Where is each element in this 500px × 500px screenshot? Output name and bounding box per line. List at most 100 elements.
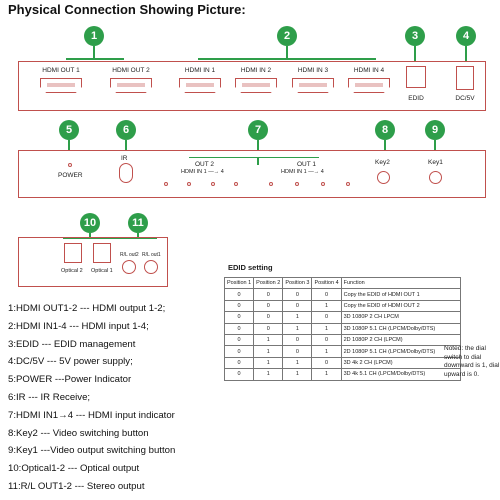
legend-item: 4:DC/5V --- 5V power supply;	[8, 356, 133, 368]
rl-out1-label: R/L out1	[142, 252, 161, 258]
table-row: 0 1 1 0 3D 4k 2 CH (LPCM)	[223, 356, 461, 370]
out2-led-2	[187, 182, 191, 186]
power-indicator	[68, 163, 72, 167]
edid-cell: 0	[223, 322, 255, 335]
legend-item: 3:EDID --- EDID management	[8, 338, 136, 350]
edid-cell: 0	[311, 311, 342, 324]
legend-item: 8:Key2 --- Video switching button	[8, 427, 149, 439]
key1-label: Key1	[428, 159, 443, 166]
edid-cell: 0	[223, 345, 255, 358]
rl-out1-jack	[144, 260, 158, 274]
edid-header-cell: Position 3	[282, 276, 313, 290]
legend-item: 2:HDMI IN1-4 --- HDMI input 1-4;	[8, 320, 149, 332]
table-row: 0 1 0 0 2D 1080P 2 CH (LPCM)	[223, 333, 461, 347]
hdmi-in-2-port	[235, 78, 277, 93]
key2-label: Key2	[375, 159, 390, 166]
edid-cell: 2D 1080P 5.1 CH (LPCM/Dolby/DTS)	[340, 345, 461, 358]
callout-leader-6	[125, 140, 127, 150]
edid-cell: 1	[253, 356, 284, 370]
edid-cell: 3D 4k 5.1 CH (LPCM/Dolby/DTS)	[340, 368, 461, 381]
out2-led-3	[211, 182, 215, 186]
callout-leader-2	[286, 46, 288, 60]
edid-cell: 1	[253, 345, 284, 358]
ir-receiver	[119, 163, 133, 183]
edid-cell: 0	[223, 356, 255, 370]
callout-leader-7	[257, 140, 259, 150]
page-title: Physical Connection Showing Picture:	[8, 2, 246, 17]
callout-leader-8	[384, 140, 386, 150]
edid-cell: 3D 1080P 2 CH LPCM	[340, 311, 461, 324]
edid-cell: 1	[282, 356, 313, 370]
rl-out2-jack	[122, 260, 136, 274]
callout-badge-10: 10	[80, 213, 100, 233]
edid-cell: 0	[223, 288, 255, 301]
edid-cell: 1	[253, 368, 284, 381]
hdmi-out-2-label: HDMI OUT 2	[112, 67, 150, 74]
edid-cell: 0	[223, 333, 255, 347]
edid-cell: 0	[223, 311, 255, 324]
key2-button[interactable]	[377, 171, 390, 184]
optical-1-port	[93, 243, 111, 263]
indicator-bracket	[189, 157, 319, 158]
callout-leader-5	[68, 140, 70, 150]
edid-cell: 1	[282, 322, 313, 335]
callout-badge-4: 4	[456, 26, 476, 46]
out2-sub-label: HDMI IN 1 —→ 4	[181, 169, 224, 175]
edid-cell: 0	[253, 322, 284, 335]
hdmi-in-4-label: HDMI IN 4	[353, 67, 385, 74]
edid-cell: 0	[253, 311, 284, 324]
edid-cell: 3D 4k 2 CH (LPCM)	[340, 356, 461, 370]
legend-item: 7:HDMI IN1→4 --- HDMI input indicator	[8, 409, 175, 421]
hdmi-in-1-label: HDMI IN 1	[184, 67, 216, 74]
optical-2-port	[64, 243, 82, 263]
table-row: 0 0 1 0 3D 1080P 2 CH LPCM	[223, 311, 461, 324]
edid-table: Position 1 Position 2 Position 3 Positio…	[223, 276, 461, 381]
edid-cell: 2D 1080P 2 CH (LPCM)	[340, 333, 461, 347]
edid-cell: Copy the EDID of HDMI OUT 1	[340, 288, 461, 301]
audio-panel: Optical 2 Optical 1 R/L out2 R/L out1	[18, 237, 168, 287]
out1-label: OUT 1	[297, 161, 317, 168]
edid-cell: 0	[282, 345, 313, 358]
legend-item: 1:HDMI OUT1-2 --- HDMI output 1-2;	[8, 303, 166, 314]
hdmi-out-1-label: HDMI OUT 1	[42, 67, 80, 74]
edid-cell: 0	[311, 333, 342, 347]
legend-item: 6:IR --- IR Receive;	[8, 391, 91, 403]
table-row: 0 0 0 1 Copy the EDID of HDMI OUT 2	[223, 299, 461, 313]
rl-out2-label: R/L out2	[120, 252, 139, 258]
dc-5v-label: DC/5V	[455, 95, 475, 102]
callout-leader-9	[434, 140, 436, 150]
edid-label: EDID	[408, 95, 424, 102]
callout-bracket-2	[198, 58, 376, 60]
edid-cell: 3D 1080P 5.1 CH (LPCM/Dolby/DTS)	[340, 322, 461, 335]
callout-leader-4	[465, 46, 467, 62]
edid-cell: 0	[253, 299, 284, 313]
out2-led-1	[164, 182, 168, 186]
hdmi-out-2-port	[110, 78, 152, 93]
hdmi-in-4-port	[348, 78, 390, 93]
edid-header-cell: Position 2	[253, 276, 284, 290]
callout-badge-1: 1	[84, 26, 104, 46]
table-row: 0 1 1 1 3D 4k 5.1 CH (LPCM/Dolby/DTS)	[223, 368, 461, 381]
callout-bracket-1	[66, 58, 124, 60]
edid-cell: 0	[282, 299, 313, 313]
legend-item: 10:Optical1-2 --- Optical output	[8, 463, 140, 475]
key1-button[interactable]	[429, 171, 442, 184]
table-row: 0 0 1 1 3D 1080P 5.1 CH (LPCM/Dolby/DTS)	[223, 322, 461, 335]
edid-cell: Copy the EDID of HDMI OUT 2	[340, 299, 461, 313]
out1-led-4	[346, 182, 350, 186]
out1-led-3	[321, 182, 325, 186]
edid-cell: 0	[223, 299, 255, 313]
optical-2-label: Optical 2	[61, 268, 83, 274]
front-panel: POWER IR OUT 2 HDMI IN 1 —→ 4 OUT 1 HDMI…	[18, 150, 486, 198]
edid-cell: 0	[311, 288, 342, 301]
edid-header-cell: Position 4	[311, 276, 342, 290]
callout-badge-9: 9	[425, 120, 445, 140]
hdmi-in-3-port	[292, 78, 334, 93]
edid-cell: 0	[282, 288, 313, 301]
callout-badge-2: 2	[277, 26, 297, 46]
out1-led-1	[269, 182, 273, 186]
rl-bracket	[115, 238, 157, 239]
edid-header-row: Position 1 Position 2 Position 3 Positio…	[223, 276, 461, 290]
callout-badge-11: 11	[128, 213, 148, 233]
edid-cell: 0	[253, 288, 284, 301]
